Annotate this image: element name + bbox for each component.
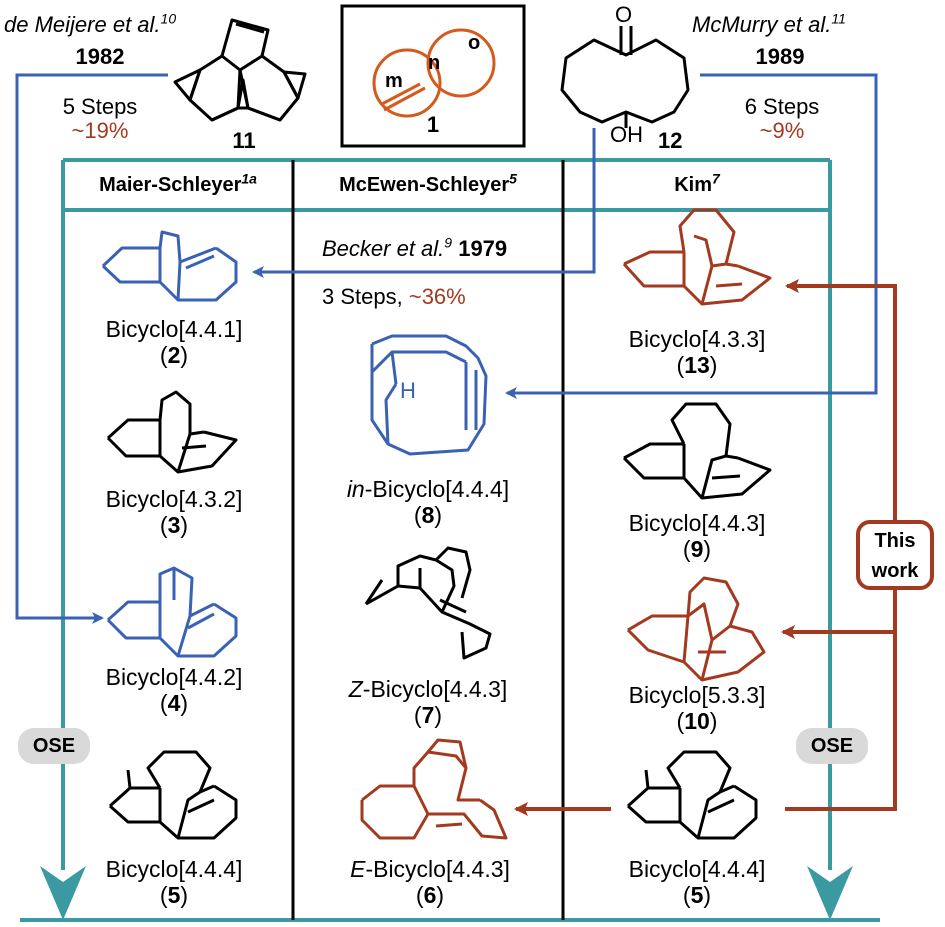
- compound-12-structure: [560, 26, 690, 128]
- compound-5-right-name: Bicyclo[4.4.4]: [628, 856, 766, 882]
- this-work-line1: This: [874, 530, 916, 552]
- column-header-mcewen-schleyer: McEwen-Schleyer5: [339, 170, 517, 196]
- compound-4-structure: [106, 566, 238, 658]
- compound-6-name: E-Bicyclo[4.4.3]: [350, 856, 510, 882]
- compound-11-structure: [173, 18, 307, 122]
- compound-3-name: Bicyclo[4.3.2]: [105, 486, 243, 512]
- compound-8-number: (8): [413, 502, 443, 528]
- demeijere-author: de Meijere et al.10: [4, 10, 177, 37]
- becker-reference: Becker et al.9 1979: [322, 234, 508, 261]
- compound-6-structure: [360, 738, 508, 840]
- compound-5-right-number: (5): [682, 882, 712, 908]
- macrocycle-icon: [372, 28, 496, 118]
- becker-steps: 3 Steps, ~36%: [322, 284, 466, 309]
- compound-4-name: Bicyclo[4.4.2]: [105, 664, 243, 690]
- mcmurry-yield: ~9%: [759, 118, 805, 143]
- compound-12-number: 12: [658, 128, 683, 153]
- ose-badge-left: OSE: [18, 728, 90, 764]
- compound-5-left-name: Bicyclo[4.4.4]: [105, 856, 243, 882]
- compound-9-number: (9): [682, 536, 712, 562]
- compound-3-number: (3): [159, 512, 189, 538]
- mcmurry-year: 1989: [755, 44, 805, 69]
- compound-5-left-structure: [108, 750, 238, 840]
- mcmurry-steps: 6 Steps: [744, 94, 820, 119]
- compound-8-name: in-Bicyclo[4.4.4]: [346, 476, 510, 502]
- compound-1-number: 1: [426, 112, 440, 137]
- compound-3-structure: [106, 390, 238, 474]
- compound-5-right-structure: [626, 750, 758, 840]
- compound-10-name: Bicyclo[5.3.3]: [628, 682, 766, 708]
- this-work-line2: work: [871, 560, 919, 582]
- demeijere-year: 1982: [75, 44, 125, 69]
- compound-11-number: 11: [232, 128, 256, 153]
- ring-label-o: o: [468, 32, 481, 54]
- compound-13-structure: [622, 208, 772, 306]
- compound-7-number: (7): [413, 702, 443, 728]
- compound-7-structure: [364, 546, 492, 660]
- compound-7-name: Z-Bicyclo[4.4.3]: [348, 676, 508, 702]
- demeijere-steps: 5 Steps: [62, 94, 138, 119]
- demeijere-yield: ~19%: [71, 118, 129, 143]
- compound-2-number: (2): [159, 342, 189, 368]
- ring-label-n: n: [428, 52, 441, 74]
- compound-9-structure: [622, 402, 772, 500]
- compound-13-name: Bicyclo[4.3.3]: [628, 326, 766, 352]
- blue-arrows: [15, 73, 878, 624]
- compound-10-structure: [626, 576, 766, 682]
- compound-4-number: (4): [159, 690, 189, 716]
- column-dividers: [291, 160, 565, 920]
- teal-arrow-left: [40, 866, 86, 920]
- carbonyl-oxygen: O: [615, 2, 633, 27]
- compound-6-number: (6): [415, 882, 445, 908]
- compound-13-number: (13): [676, 352, 718, 378]
- compound-9-name: Bicyclo[4.4.3]: [628, 510, 766, 536]
- compound-5-left-number: (5): [159, 882, 189, 908]
- compound-8-structure: [370, 334, 488, 456]
- compound-2-name: Bicyclo[4.4.1]: [105, 316, 243, 342]
- center-box: [340, 4, 526, 148]
- compound-2-structure: [101, 230, 238, 302]
- column-header-kim: Kim7: [674, 170, 720, 196]
- compound-10-number: (10): [676, 708, 718, 734]
- mcmurry-author: McMurry et al.11: [692, 10, 846, 37]
- ose-badge-right: OSE: [796, 728, 868, 764]
- inner-hydrogen: H: [400, 378, 416, 403]
- teal-frame: [20, 158, 880, 922]
- this-work-badge: This work: [856, 520, 934, 590]
- hydroxyl-group: OH: [610, 122, 643, 147]
- column-header-maier-schleyer: Maier-Schleyer1a: [99, 170, 257, 196]
- ring-label-m: m: [385, 70, 403, 92]
- teal-arrow-right: [807, 866, 853, 920]
